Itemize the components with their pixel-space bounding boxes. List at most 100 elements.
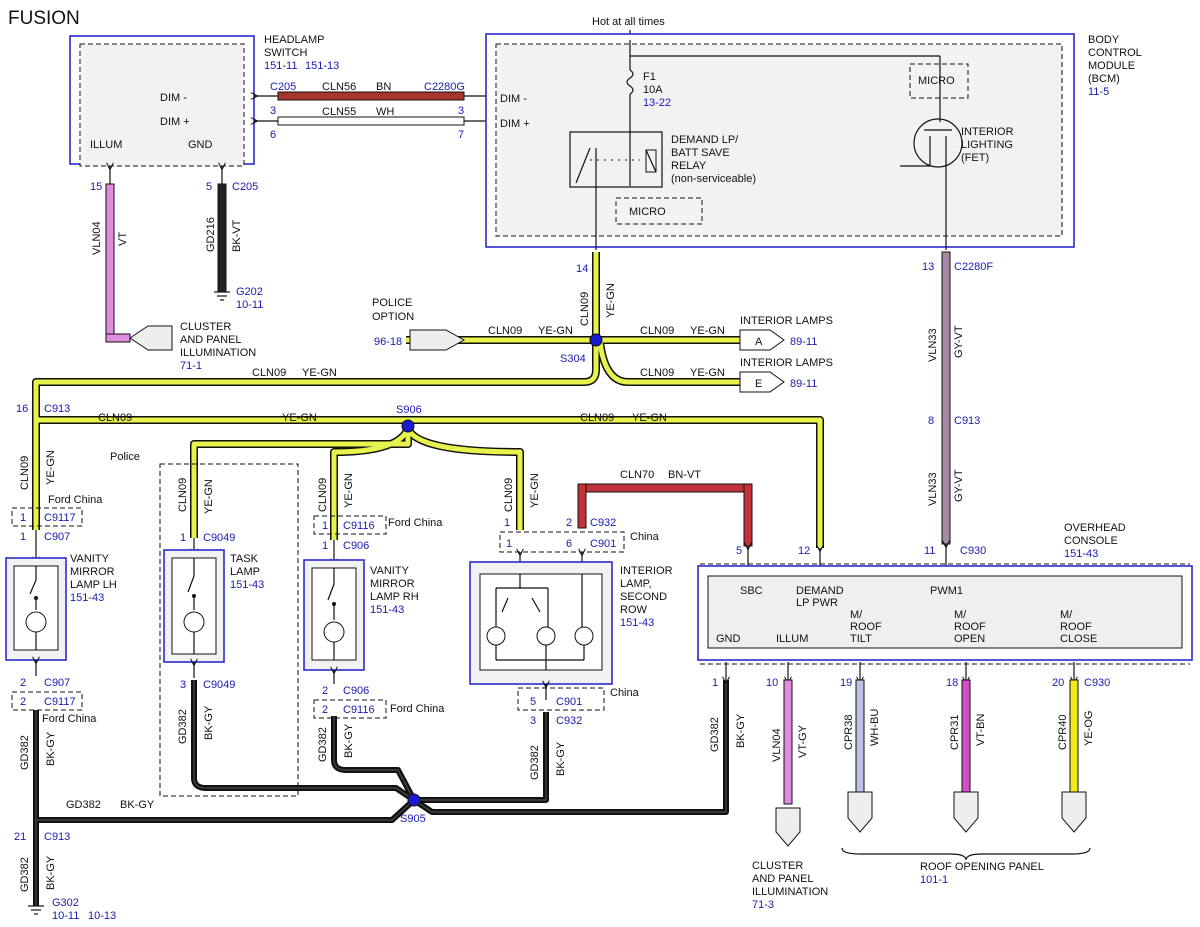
label-cln55: CLN55: [322, 106, 356, 118]
ground-g302-ref-1: 10-11: [52, 910, 79, 922]
conn-c901-top: C901: [590, 538, 616, 550]
police-connector-icon: [409, 329, 466, 351]
label-gd382-row2: GD382: [529, 745, 541, 780]
pin-2-932: 2: [566, 517, 572, 529]
ford-china-lh-top: Ford China: [48, 494, 103, 506]
console-open-2: ROOF: [954, 621, 986, 633]
row2-line-4: ROW: [620, 604, 648, 616]
bcm-module: DIM - DIM + F1 10A 13-22 DEMAND LP/ BATT…: [485, 33, 1142, 250]
pin-1-row2: 1: [504, 517, 510, 529]
fuse-ref: 13-22: [643, 97, 671, 109]
conn-c907-bottom: C907: [44, 677, 70, 689]
label-gd382-h: GD382: [66, 799, 101, 811]
pin-12: 12: [798, 545, 810, 557]
console-name-2: CONSOLE: [1064, 535, 1118, 547]
console-ref: 151-43: [1064, 548, 1098, 560]
label-cln09-task: CLN09: [177, 478, 189, 512]
pin-8: 8: [928, 415, 934, 427]
label-yegn-h2: YE-GN: [282, 412, 317, 424]
pin-20: 20: [1052, 677, 1064, 689]
label-gd382-console: GD382: [709, 717, 721, 752]
roof-ref: 101-1: [920, 874, 948, 886]
label-cpr40: CPR40: [1057, 715, 1069, 750]
splice-s905-label: S905: [400, 813, 426, 825]
label-vln33-2: VLN33: [927, 472, 939, 506]
interior-lamps-e-ref: 89-11: [790, 378, 817, 390]
pin-1-9117: 1: [20, 512, 26, 524]
label-gyvt-2: GY-VT: [953, 469, 965, 502]
fet-line-1: INTERIOR: [961, 126, 1014, 138]
label-gd216: GD216: [205, 217, 217, 252]
cluster2-connector-icon: [775, 807, 801, 847]
vanity-rh-line-3: LAMP RH: [370, 591, 419, 603]
console-demand-1: DEMAND: [796, 585, 844, 597]
bcm-name-4: (BCM): [1088, 73, 1120, 85]
wire-vln04-console: [783, 679, 793, 805]
label-cln09-police: CLN09: [488, 325, 522, 337]
bulb-icon: [536, 626, 556, 646]
ground-g302: G302: [52, 897, 79, 909]
ford-china-rh-bottom: Ford China: [390, 703, 445, 715]
cluster2-line-1: CLUSTER: [752, 860, 803, 872]
label-cln56: CLN56: [322, 81, 356, 93]
console-pwm1: PWM1: [930, 585, 963, 597]
wire-vln04: [105, 183, 115, 341]
pin-13: 13: [922, 261, 934, 273]
splice-s304-label: S304: [560, 353, 586, 365]
fuse-name: F1: [643, 71, 656, 83]
vanity-lamp-lh: [5, 557, 67, 661]
bulb-icon: [486, 626, 506, 646]
ford-china-lh-bottom: Ford China: [42, 713, 97, 725]
bcm-name-2: CONTROL: [1088, 47, 1142, 59]
headlamp-ref-2: 151-13: [305, 60, 339, 72]
conn-c930-bottom: C930: [1084, 677, 1110, 689]
vanity-lh-ref: 151-43: [70, 592, 104, 604]
label-vln04: VLN04: [91, 221, 103, 255]
pin-16: 16: [16, 403, 28, 415]
label-cln09-h3: CLN09: [580, 412, 614, 424]
task-lamp: [163, 549, 225, 663]
label-cln09-lh: CLN09: [19, 456, 31, 490]
console-name-1: OVERHEAD: [1064, 522, 1126, 534]
pin-3-9049: 3: [180, 679, 186, 691]
label-cln09-h: CLN09: [252, 367, 286, 379]
cluster2-ref: 71-3: [752, 899, 774, 911]
ground-g202: G202: [236, 286, 263, 298]
pin-14: 14: [576, 263, 588, 275]
headlamp-illum: ILLUM: [90, 139, 122, 151]
pin-1-console: 1: [712, 677, 718, 689]
vanity-lamp-rh: [303, 559, 365, 671]
label-gyvt-1: GY-VT: [953, 325, 965, 358]
console-close-3: CLOSE: [1060, 633, 1097, 645]
conn-c906-top: C906: [343, 540, 369, 552]
splice-s905: [407, 793, 421, 807]
interior-lamps-a-ref: 89-11: [790, 336, 817, 348]
bcm-ref: 11-5: [1088, 86, 1109, 98]
label-cpr31: CPR31: [949, 715, 961, 750]
bcm-dim-plus: DIM +: [500, 118, 530, 130]
wire-cln55: [277, 116, 465, 126]
conn-c2280g: C2280G: [424, 81, 465, 93]
cluster1-line-3: ILLUMINATION: [180, 347, 256, 359]
interior-lamps-e-label: INTERIOR LAMPS: [740, 357, 833, 369]
console-demand-2: LP PWR: [796, 597, 838, 609]
wire-cpr38: [855, 679, 865, 793]
ground-g302-ref-2: 10-13: [88, 910, 116, 922]
vanity-rh-ref: 151-43: [370, 604, 404, 616]
console-gnd: GND: [716, 633, 741, 645]
conn-c913-top: C913: [44, 403, 70, 415]
row2-line-2: LAMP,: [620, 578, 652, 590]
console-open-3: OPEN: [954, 633, 985, 645]
conn-c205-top: C205: [270, 81, 296, 93]
label-vt: VT: [117, 232, 129, 246]
label-vln33-1: VLN33: [927, 328, 939, 362]
pin-5-901: 5: [530, 696, 536, 708]
label-cln09-a: CLN09: [640, 325, 674, 337]
conn-c9116-bottom: C9116: [343, 704, 375, 716]
conn-c913-bottom: C913: [44, 831, 70, 843]
label-vtbn: VT-BN: [975, 714, 987, 746]
wire-cln09-network: [32, 252, 824, 548]
label-yegn-police: YE-GN: [538, 325, 573, 337]
splice-s304: [589, 333, 603, 347]
